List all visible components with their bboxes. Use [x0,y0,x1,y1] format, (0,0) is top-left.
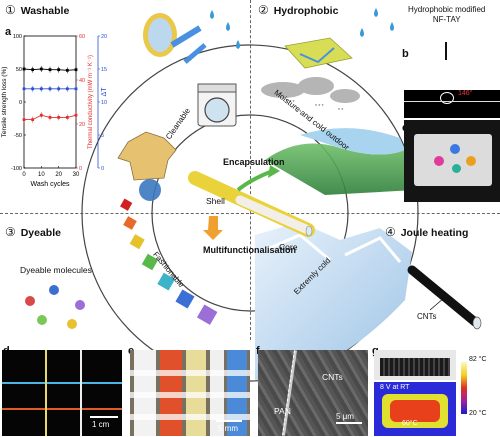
y-tick-label-right1: 0 [79,166,82,172]
thermal-color-scale [461,362,467,414]
svg-text:* * *: * * * [315,104,324,110]
woven-fabric-photo: 5 mm [130,350,250,436]
thermal-temp-label: 60°C [402,420,418,427]
cnts-pointer-label: CNTs [417,312,437,321]
thermal-min-label: 20 °C [469,410,487,417]
dye-molecule-dots [25,285,85,329]
y-tick-label: -100 [11,166,22,172]
y-tick-label-right1: 60 [79,34,85,40]
dyeable-molecules-label: Dyeable molecules [20,265,92,275]
fiber-cross-section-icon [143,13,207,64]
scale-bar-f: 5 μm [336,412,354,421]
y-tick-label-right2: 0 [101,166,104,172]
thermal-condition-label: 8 V at RT [380,384,410,391]
sem-label-cnts: CNTs [322,372,343,382]
dye-swatches [120,198,218,325]
plot-frame [23,35,77,169]
ice-mountains [255,222,412,380]
sem-label-pan: PAN [274,406,291,416]
y-tick-label: 0 [19,100,22,106]
thermal-max-label: 82 °C [469,356,487,363]
y-tick-label-right1: 40 [79,78,85,84]
y-tick-label: -50 [14,133,22,139]
svg-text:* *: * * [296,110,301,116]
multifunction-arrow [203,216,223,240]
y-tick-label: 50 [16,67,22,73]
green-hills [265,143,415,195]
sem-image: CNTs PAN 5 μm [258,350,368,436]
inner-ring [151,114,349,312]
core-shell-fiber [188,171,315,237]
panel-letter-a: a [5,26,12,38]
jacket-icon [117,131,177,201]
core-label: Core [279,242,298,252]
x-axis-label: Wash cycles [30,181,70,188]
y-axis-label-right1: Thermal conductivity (mW m⁻¹ K⁻¹) [88,55,94,149]
y-axis-label-left: Tensile strength loss (%) [1,67,8,138]
panel-letter-f: f [256,345,260,357]
section-title-washable: ① Washable [5,3,70,17]
x-tick-label: 0 [22,172,26,178]
y-tick-label-right2: 15 [101,67,107,73]
y-axis-label-right2: ΔT [101,87,108,97]
outer-ring [81,44,419,382]
section-title-joule-heating: ④ Joule heating [385,225,469,239]
svg-text:* *: * * [338,108,343,114]
fabric-patch-icon [284,37,353,69]
y-tick-label-right2: 5 [101,133,104,139]
y-tick-label-right1: 20 [79,122,85,128]
panel-letter-b: b [402,48,409,60]
fabric-droplets-photo [404,120,500,202]
svg-text:* * *: * * * [286,100,295,106]
multifunctionalisation-label: Multifunctionalisation [203,245,296,255]
joule-heating-photo [374,350,456,380]
y-tick-label: 100 [13,34,22,40]
encapsulation-arrow [236,170,271,192]
y-tick-label-right2: 10 [101,100,107,106]
shell-label: Shell [206,196,225,206]
washing-machine-icon [197,83,237,127]
water-drops [210,8,394,49]
x-tick-label: 10 [38,172,45,178]
section-title-hydrophobic: ② Hydrophobic [258,3,339,17]
scale-bar-d: 1 cm [92,420,110,429]
contact-angle-label: 146° [458,90,473,97]
needle [445,42,447,60]
scale-bar-e: 5 mm [218,424,238,433]
thermal-image: 8 V at RT 60°C [374,382,456,436]
snowflakes: * * ** * * * ** * [286,100,343,116]
horizontal-divider [0,213,500,214]
section-title-dyeable: ③ Dyeable [5,225,61,239]
encapsulation-label: Encapsulation [223,157,285,167]
contact-angle-photo: 146° [404,90,500,118]
x-tick-label: 20 [55,172,62,178]
rain-clouds [261,77,360,103]
sky-band [300,128,405,155]
dyed-fiber-photo: 1 cm [2,350,122,436]
x-tick-label: 30 [73,172,80,178]
vertical-divider [250,0,251,340]
cnt-fiber-icon [407,265,482,330]
y-tick-label-right2: 20 [101,34,107,40]
